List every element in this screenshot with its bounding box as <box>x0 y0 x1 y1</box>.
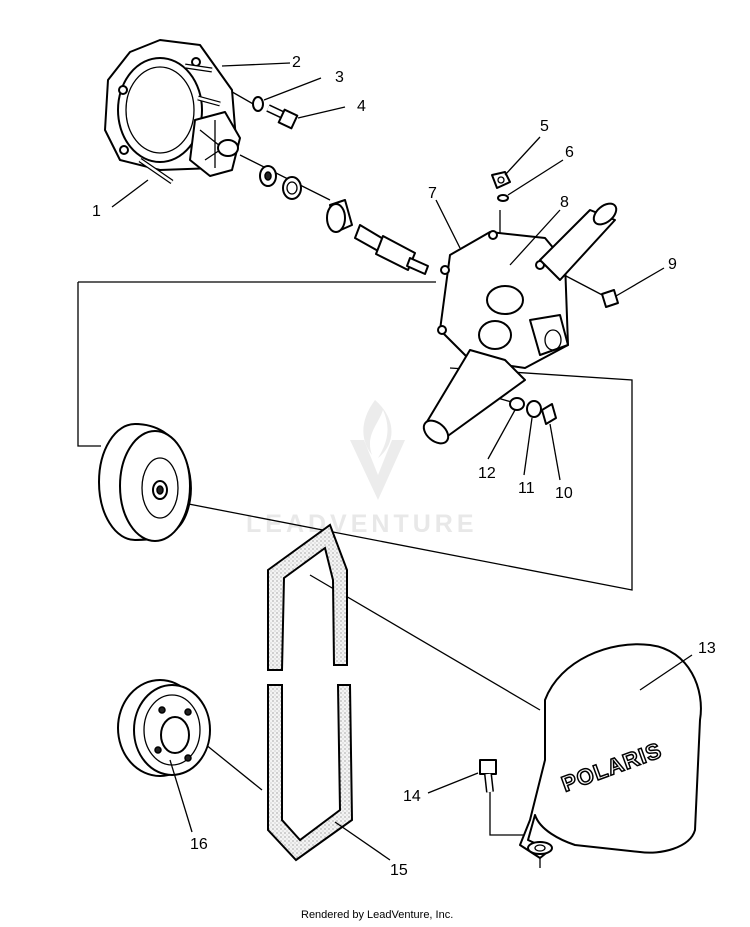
bolt-14 <box>479 759 497 793</box>
callout-11: 11 <box>518 480 535 497</box>
callout-12: 12 <box>478 465 496 482</box>
leader-lines <box>111 62 693 861</box>
lockwasher-11 <box>526 400 542 418</box>
drive-belt <box>267 523 354 862</box>
washer-12 <box>509 397 525 411</box>
callout-15: 15 <box>390 862 408 879</box>
lower-hose-fitting <box>422 349 526 445</box>
belt-cover: POLARIS <box>519 643 702 868</box>
callout-3: 3 <box>335 69 344 86</box>
callout-14: 14 <box>403 788 421 805</box>
footer-credit: Rendered by LeadVenture, Inc. <box>301 909 453 921</box>
bolt-4 <box>266 104 299 130</box>
nut-9 <box>601 289 619 308</box>
nut-10 <box>541 403 557 425</box>
shaft <box>354 224 429 275</box>
callout-labels: 1 2 3 4 5 6 7 8 9 10 11 12 13 14 15 16 <box>92 54 716 879</box>
seal-set <box>259 165 353 233</box>
crank-pulley <box>117 679 211 777</box>
callout-7: 7 <box>428 185 437 202</box>
callout-4: 4 <box>357 98 366 115</box>
upper-pulley <box>98 423 192 542</box>
watermark: LEADVENTURE <box>246 400 478 538</box>
callout-6: 6 <box>565 144 574 161</box>
callout-8: 8 <box>560 194 569 211</box>
impeller <box>189 111 241 177</box>
washer-6 <box>497 194 509 202</box>
watermark-text: LEADVENTURE <box>246 510 478 538</box>
upper-hose-fitting <box>539 202 618 281</box>
callout-2: 2 <box>292 54 301 71</box>
callout-10: 10 <box>555 485 573 502</box>
washer-3 <box>252 96 264 112</box>
callout-5: 5 <box>540 118 549 135</box>
callout-9: 9 <box>668 256 677 273</box>
callout-16: 16 <box>190 836 208 853</box>
studs <box>138 63 221 185</box>
callout-13: 13 <box>698 640 716 657</box>
pump-housing <box>437 230 569 369</box>
callout-1: 1 <box>92 203 101 220</box>
nut-5 <box>491 171 511 189</box>
